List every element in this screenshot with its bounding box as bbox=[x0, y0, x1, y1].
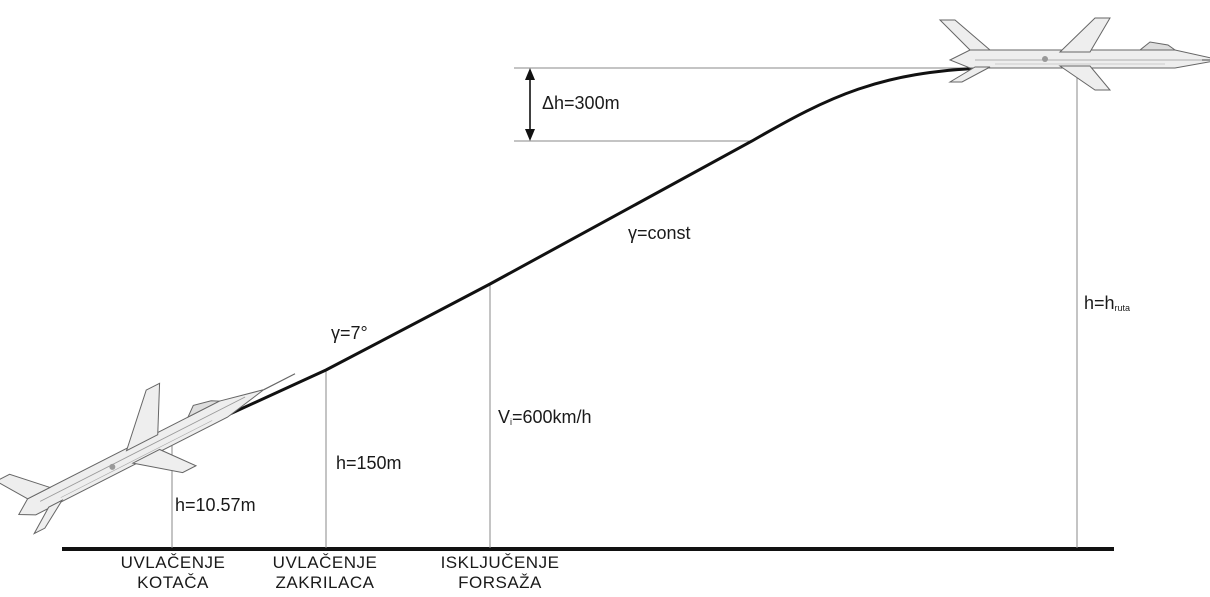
route-height-sub: ruta bbox=[1114, 303, 1131, 313]
stage-forsaza-line1: ISKLJUČENJE bbox=[440, 553, 560, 572]
h-150-label: h=150m bbox=[336, 453, 402, 473]
stage-kotaca: UVLAČENJE KOTAČA bbox=[98, 553, 248, 593]
delta-h-label: Δh=300m bbox=[542, 93, 620, 113]
speed-value: =600km/h bbox=[512, 407, 592, 427]
route-height-main: h=h bbox=[1084, 293, 1115, 313]
stage-zakrilaca-line2: ZAKRILACA bbox=[275, 573, 375, 592]
stage-forsaza-line2: FORSAŽA bbox=[458, 573, 542, 592]
double-arrow-icon bbox=[525, 68, 535, 141]
gamma-7-label: γ=7° bbox=[331, 323, 368, 343]
gamma-const-label: γ=const bbox=[628, 223, 691, 243]
stage-zakrilaca-line1: UVLAČENJE bbox=[272, 553, 378, 572]
h-1057-label: h=10.57m bbox=[175, 495, 256, 515]
stage-zakrilaca: UVLAČENJE ZAKRILACA bbox=[250, 553, 400, 593]
route-height-label: h=hruta bbox=[1084, 293, 1130, 318]
flight-path bbox=[159, 66, 986, 448]
speed-main: V bbox=[498, 407, 511, 427]
stage-kotaca-line1: UVLAČENJE bbox=[120, 553, 226, 572]
stage-forsaza: ISKLJUČENJE FORSAŽA bbox=[415, 553, 585, 593]
jet-aircraft-icon-level bbox=[938, 17, 1210, 91]
speed-sub: i bbox=[510, 417, 513, 427]
speed-label: Vi=600km/h bbox=[498, 407, 592, 432]
stage-kotaca-line2: KOTAČA bbox=[137, 573, 209, 592]
jet-aircraft-icon bbox=[0, 373, 296, 535]
